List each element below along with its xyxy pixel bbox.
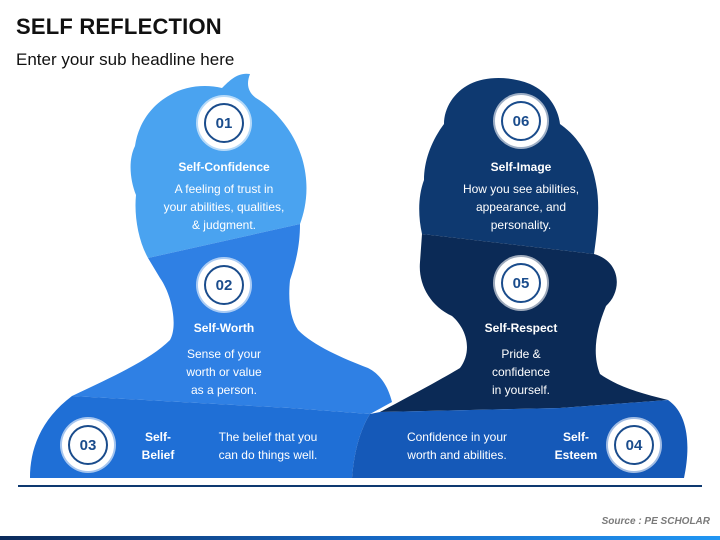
number-badge-ring [204, 103, 244, 143]
item-description-line: Sense of your [186, 347, 262, 361]
number-badge-01: 01 [198, 97, 250, 149]
item-title-line: Self- [144, 430, 171, 444]
male-neck-shape [72, 224, 392, 414]
number-badge-ring [614, 425, 654, 465]
number-badge-03: 03 [62, 419, 114, 471]
item-description-line: your abilities, qualities, [163, 200, 285, 214]
item-title: Self-Image [490, 160, 552, 174]
male-head-shape [130, 73, 307, 258]
number-label: 05 [512, 274, 530, 292]
item-title: Self-Confidence [178, 160, 270, 174]
item-description-line: A feeling of trust in [174, 182, 274, 196]
number-badge-06: 06 [495, 95, 547, 147]
number-label: 03 [79, 436, 97, 454]
item-description-line: appearance, and [475, 200, 567, 214]
number-label: 02 [215, 276, 233, 294]
number-badge-ring [501, 263, 541, 303]
item-description-line: personality. [490, 218, 552, 232]
number-label: 01 [215, 114, 233, 132]
item-description-line: The belief that you [218, 430, 318, 444]
item-description-line: as a person. [190, 383, 258, 397]
female-head-shape [419, 78, 599, 254]
number-label: 06 [512, 112, 530, 130]
item-description-line: worth and abilities. [407, 448, 507, 462]
source-note: Source : PE SCHOLAR [601, 516, 710, 527]
item-description-line: confidence [491, 365, 551, 379]
number-badge-ring [204, 265, 244, 305]
item-title: Self-Respect [484, 321, 558, 335]
number-badge-04: 04 [608, 419, 660, 471]
item-title-line: Esteem [554, 448, 598, 462]
number-badge-05: 05 [495, 257, 547, 309]
item-title-line: Self- [562, 430, 589, 444]
female-neck-shape [380, 234, 668, 412]
page-title: SELF REFLECTION [16, 14, 222, 39]
item-description-line: worth or value [186, 365, 262, 379]
number-badge-ring [501, 101, 541, 141]
item-title: Self-Worth [193, 321, 255, 335]
item-description-line: Pride & [501, 347, 541, 361]
bottom-accent-bar [0, 536, 720, 540]
item-title-line: Belief [141, 448, 175, 462]
item-description-line: How you see abilities, [462, 182, 580, 196]
item-description-line: in yourself. [491, 383, 551, 397]
number-label: 04 [625, 436, 643, 454]
item-description-line: & judgment. [191, 218, 257, 232]
female-torso-shape [352, 400, 688, 478]
item-description-line: Confidence in your [406, 430, 508, 444]
male-torso-shape [30, 396, 370, 478]
item-description-line: can do things well. [218, 448, 318, 462]
page-subtitle: Enter your sub headline here [16, 50, 235, 69]
number-badge-02: 02 [198, 259, 250, 311]
number-badge-ring [68, 425, 108, 465]
